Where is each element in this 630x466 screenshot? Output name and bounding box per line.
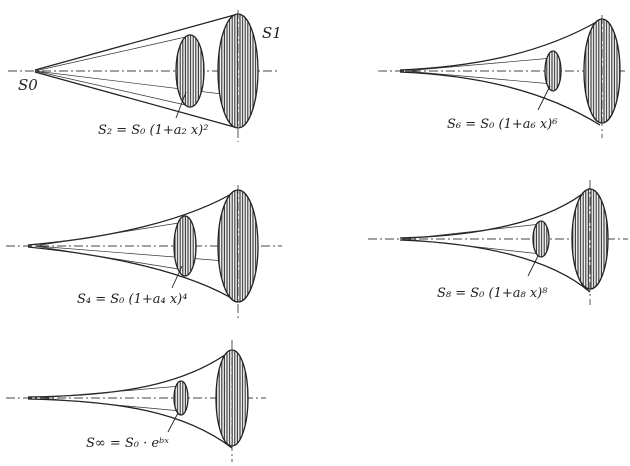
horn-s4-upper-edge xyxy=(27,189,239,246)
horn-s6-small-disc xyxy=(544,50,562,92)
horn-s4: S₄ = S₀ (1+a₄ x)⁴ xyxy=(6,185,282,318)
formula-s4: S₄ = S₀ (1+a₄ x)⁴ xyxy=(77,292,187,307)
horn-exp-leader xyxy=(167,412,179,433)
horn-s8-inner-line xyxy=(404,223,542,255)
horn-exp-inner-line xyxy=(39,385,182,412)
horn-s8-leader xyxy=(527,255,539,277)
horn-s2-small-disc xyxy=(175,34,205,108)
horn-s2: S0 S1 S₂ = S₀ (1+a₂ x)² xyxy=(8,10,282,142)
horn-s4-small-disc xyxy=(173,215,197,277)
horn-s6-leader xyxy=(537,85,551,111)
horn-s6-upper-edge xyxy=(399,19,601,71)
horn-s8-lower-edge xyxy=(399,239,591,293)
horn-s6: S₆ = S₀ (1+a₆ x)⁶ xyxy=(378,15,628,138)
formula-s6: S₆ = S₀ (1+a₆ x)⁶ xyxy=(447,117,557,132)
horn-s2-lower-edge xyxy=(34,71,239,129)
horn-s8-small-disc xyxy=(532,220,550,258)
horn-s4-leader xyxy=(171,265,183,289)
horn-s2-leader xyxy=(175,91,187,119)
label-s1: S1 xyxy=(262,24,282,42)
horn-exp-upper-edge xyxy=(27,349,233,398)
horn-s4-inner-line xyxy=(34,221,239,271)
horn-s8: S₈ = S₀ (1+a₈ x)⁸ xyxy=(368,180,628,305)
horn-s2-upper-edge xyxy=(34,13,239,71)
formula-sinf: S∞ = S₀ · eᵇˣ xyxy=(86,436,169,451)
horn-s6-inner-line xyxy=(404,57,554,85)
horn-s2-inner-line xyxy=(34,35,239,107)
horn-s4-lower-edge xyxy=(27,246,239,303)
horn-s6-lower-edge xyxy=(399,71,601,126)
formula-s8: S₈ = S₀ (1+a₈ x)⁸ xyxy=(437,286,548,301)
formula-s2: S₂ = S₀ (1+a₂ x)² xyxy=(98,123,208,138)
horn-exponential: S∞ = S₀ · eᵇˣ xyxy=(6,340,266,462)
horn-s8-upper-edge xyxy=(399,187,591,239)
label-s0: S0 xyxy=(18,76,38,94)
horn-exp-small-disc xyxy=(173,380,189,416)
